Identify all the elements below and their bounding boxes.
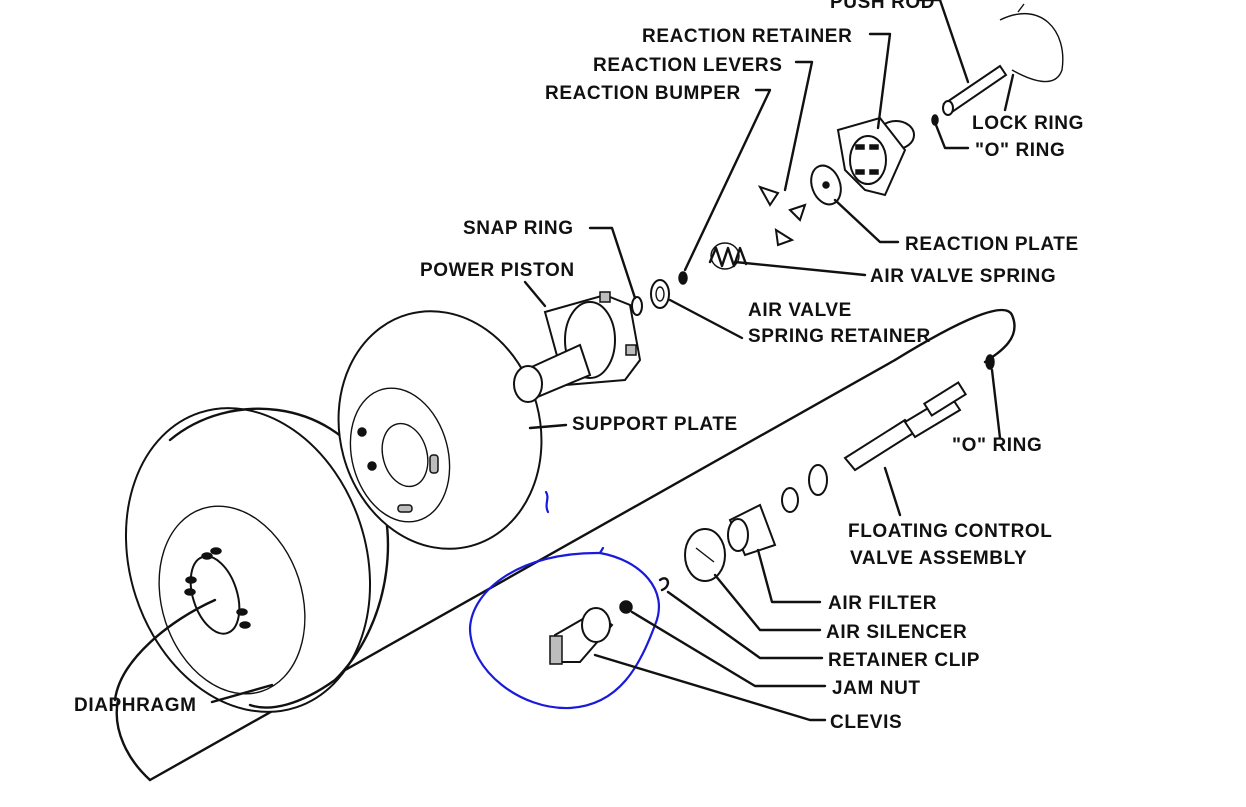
label-reaction-retainer: REACTION RETAINER [642,26,852,47]
clevis-part [549,607,614,665]
jam-nut-part [619,600,633,614]
label-air-filter: AIR FILTER [828,593,937,614]
label-o-ring-top: "O" RING [975,140,1065,161]
reaction-retainer-part [836,116,915,197]
label-jam-nut: JAM NUT [832,678,921,699]
reaction-levers-part [757,185,807,247]
o-ring-right-part [985,354,995,370]
label-o-ring-right: "O" RING [952,435,1042,456]
reaction-bumper-part [678,271,688,285]
reaction-retainer-slots [855,144,879,175]
push-rod-part [931,3,1064,126]
label-air-valve-line2: SPRING RETAINER [748,326,931,347]
air-valve-spring-part [708,242,748,270]
support-plate-part [337,310,543,550]
label-air-silencer: AIR SILENCER [826,622,967,643]
power-piston-part [513,291,642,403]
blue-markup-circle [468,546,661,710]
label-push-rod: PUSH ROD [830,0,935,13]
label-clevis: CLEVIS [830,712,902,733]
label-support-plate: SUPPORT PLATE [572,414,738,435]
diaphragm-bolt-holes [184,547,251,629]
air-filter-part [727,503,777,557]
label-retainer-clip: RETAINER CLIP [828,650,980,671]
label-power-piston: POWER PISTON [420,260,575,281]
label-reaction-bumper: REACTION BUMPER [545,83,741,104]
diaphragm-part [124,407,390,713]
air-valve-spring-retainer-part [650,279,670,309]
label-snap-ring: SNAP RING [463,218,574,239]
blue-markup-squiggle [544,490,550,514]
retainer-clip-part [658,577,670,592]
label-lock-ring: LOCK RING [972,113,1084,134]
reaction-plate-part [810,164,842,206]
snap-ring-part [631,296,643,316]
label-air-valve-spring: AIR VALVE SPRING [870,266,1056,287]
label-floating-line2: VALVE ASSEMBLY [850,548,1027,569]
label-air-valve-line1: AIR VALVE [748,300,852,321]
label-diaphragm: DIAPHRAGM [74,695,197,716]
labels: PUSH ROD REACTION RETAINER REACTION LEVE… [74,0,1084,733]
air-silencer-part [684,528,726,582]
label-reaction-levers: REACTION LEVERS [593,55,783,76]
floating-control-valve-part [781,381,968,513]
label-floating-line1: FLOATING CONTROL [848,521,1053,542]
leader-lines [113,0,1015,722]
label-reaction-plate: REACTION PLATE [905,234,1079,255]
